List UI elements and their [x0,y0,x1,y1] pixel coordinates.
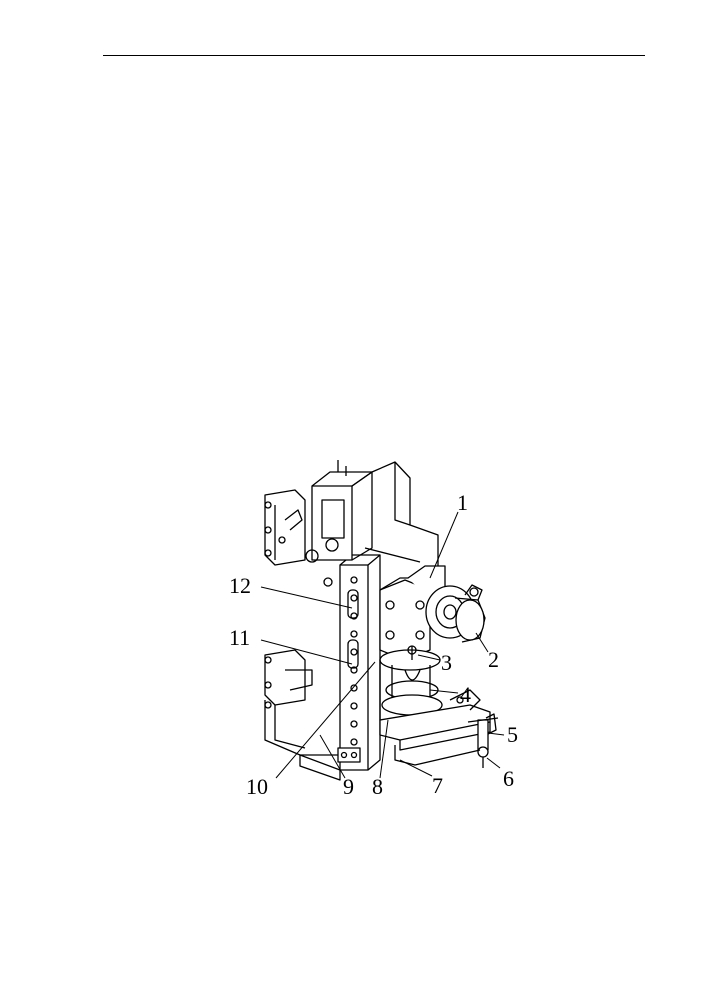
label-2: 2 [488,647,499,672]
reference-labels: 1 2 3 4 5 6 7 8 9 10 11 12 [229,490,518,799]
header-rule [103,55,645,56]
label-4: 4 [460,682,471,707]
label-9: 9 [343,774,354,799]
leader-lines [260,511,505,779]
label-6: 6 [503,766,514,791]
label-12: 12 [229,573,251,598]
label-8: 8 [372,774,383,799]
label-7: 7 [432,773,443,798]
label-3: 3 [441,650,452,675]
label-1: 1 [457,490,468,515]
label-5: 5 [507,722,518,747]
label-10: 10 [246,774,268,799]
mechanism-drawing [264,460,499,781]
label-11: 11 [229,625,250,650]
